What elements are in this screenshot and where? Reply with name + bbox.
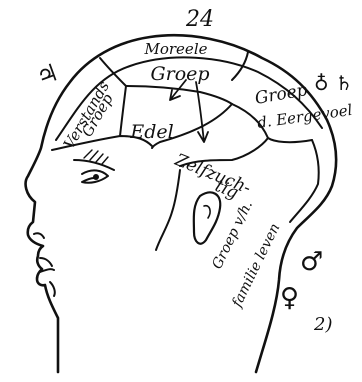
label-eergevoel-groep: Groep	[253, 80, 309, 109]
label-moreele: Moreele	[144, 40, 208, 58]
venus-symbol-icon: ♀	[280, 283, 299, 313]
label-moreele-groep: Groep	[150, 63, 209, 85]
planet-symbols-icon: ♁ ♄	[314, 71, 353, 95]
mars-symbol-icon: ♂	[300, 247, 323, 277]
symbol-top: 24	[185, 7, 214, 32]
figure-number: 2)	[313, 314, 332, 335]
label-edel: Edel	[129, 121, 173, 143]
jupiter-symbol-icon: ♃	[32, 58, 62, 92]
